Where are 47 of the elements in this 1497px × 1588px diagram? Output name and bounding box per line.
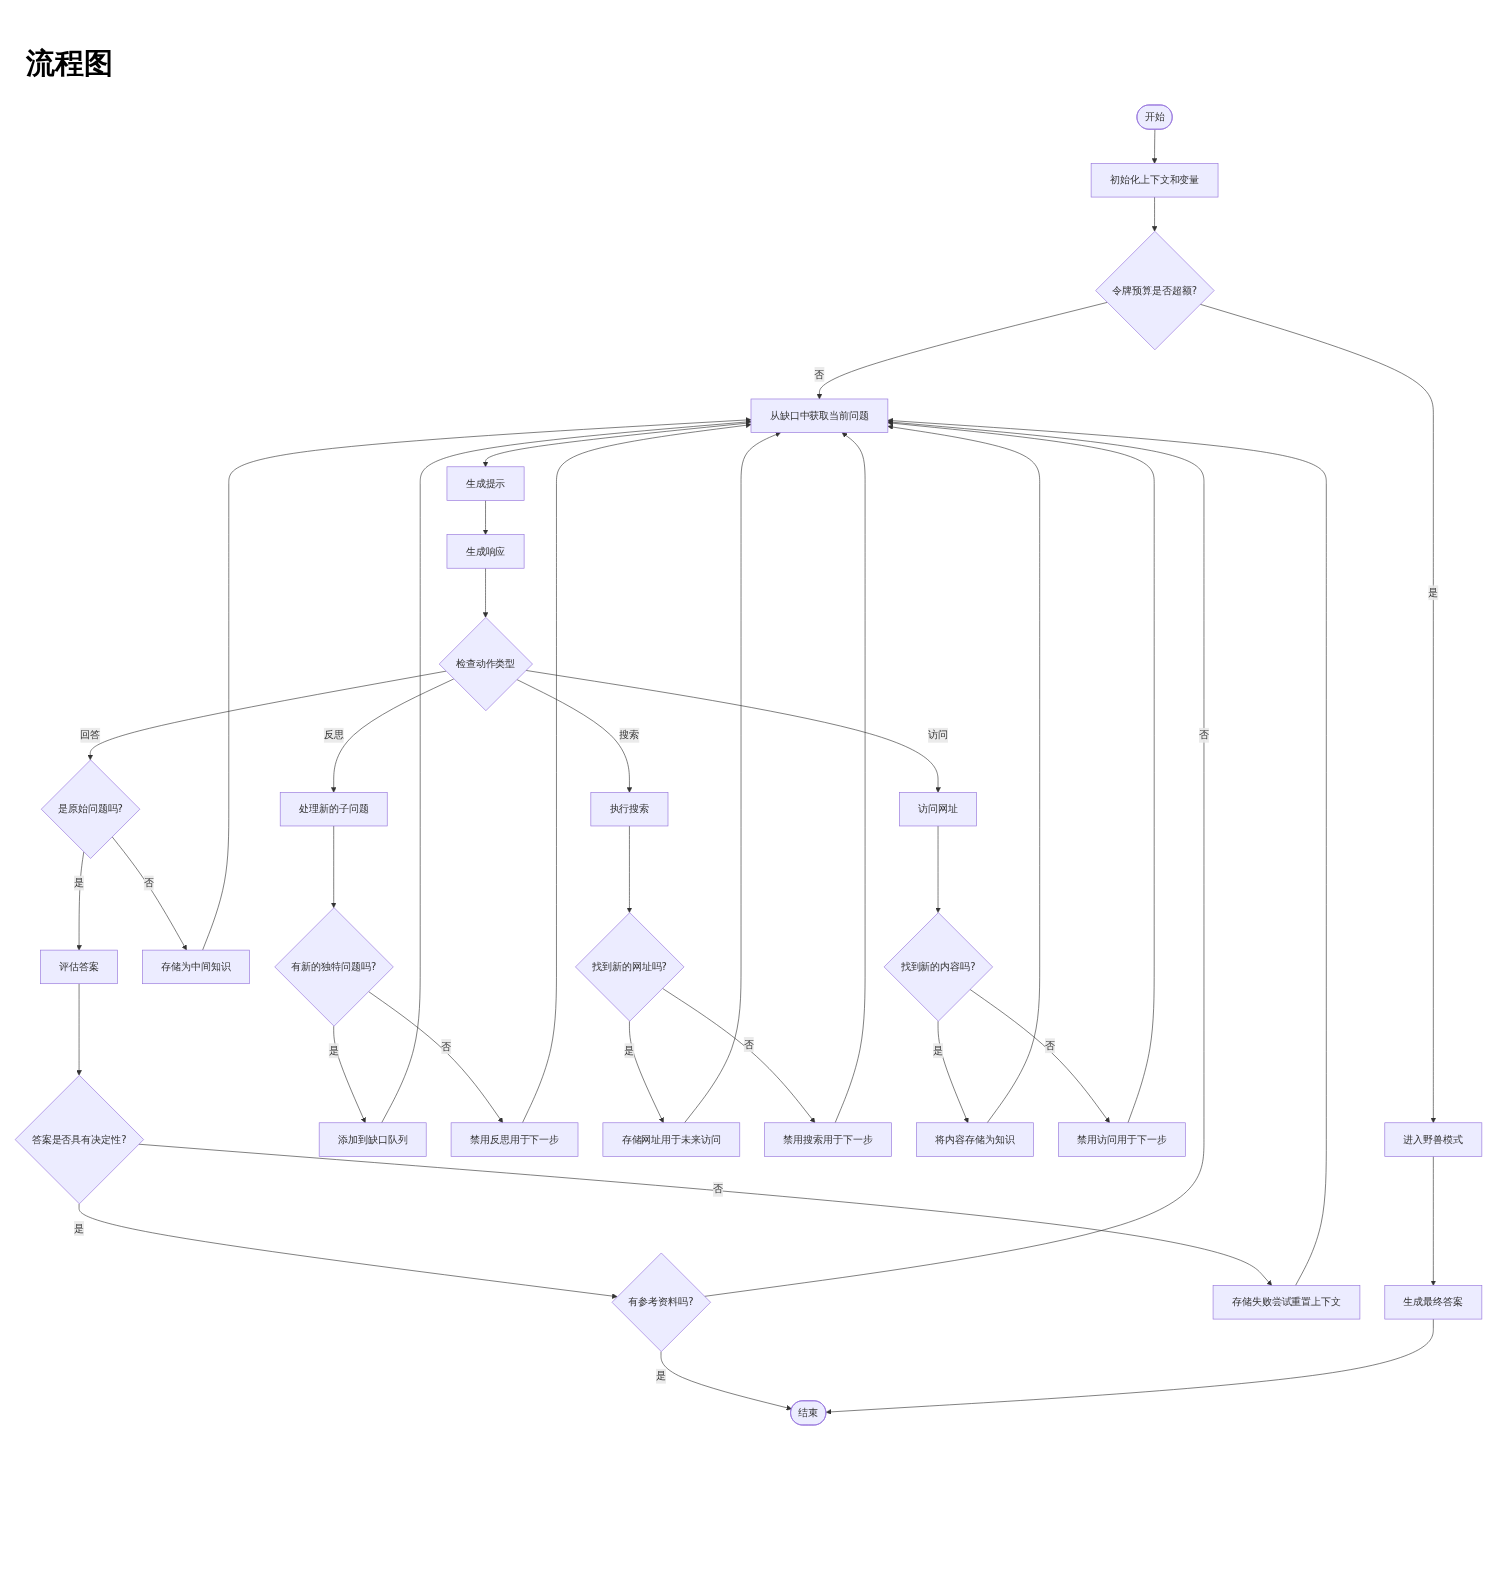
edge-label: 否 [1044,1038,1055,1054]
process-box: 将内容存储为知识 [916,1122,1034,1157]
decision-diamond: 有新的独特问题吗? [274,907,394,1027]
edge-label: 是 [74,1220,85,1236]
terminal-capsule: 开始 [1136,104,1173,130]
decision-diamond: 令牌预算是否超额? [1095,231,1215,351]
process-box: 生成响应 [446,534,525,569]
edge-label: 否 [743,1037,754,1052]
edge-label: 是 [933,1043,943,1059]
process-box: 存储为中间知识 [142,949,250,984]
edge-label: 是 [74,875,85,891]
process-box: 执行搜索 [590,792,669,827]
edge-label: 是 [624,1043,635,1059]
process-box: 进入野兽模式 [1384,1122,1483,1157]
process-box: 存储网址用于未来访问 [602,1122,741,1157]
decision-diamond: 是原始问题吗? [40,759,141,859]
process-box: 处理新的子问题 [279,792,388,827]
process-box: 存储失败尝试重置上下文 [1212,1285,1361,1320]
edge-label: 搜索 [619,727,640,743]
edge-label: 反思 [323,727,344,743]
process-box: 生成提示 [446,466,525,501]
process-box: 从缺口中获取当前问题 [750,398,889,433]
process-box: 初始化上下文和变量 [1090,163,1219,198]
edge-label: 否 [1199,727,1209,743]
decision-diamond: 答案是否具有决定性? [14,1075,144,1205]
edge-label: 否 [143,875,154,891]
edge-label: 访问 [928,727,948,743]
process-box: 禁用搜索用于下一步 [764,1122,892,1157]
process-box: 禁用反思用于下一步 [450,1122,579,1157]
edge-label: 否 [441,1039,452,1054]
edge-label: 是 [1428,585,1439,601]
process-box: 评估答案 [40,949,118,984]
edge-label: 否 [814,366,825,382]
edge-label: 否 [713,1181,723,1197]
decision-diamond: 找到新的网址吗? [575,912,685,1022]
edge-label: 是 [656,1368,666,1384]
decision-diamond: 找到新的内容吗? [883,912,993,1022]
diagram-title: 流程图 [26,46,113,81]
process-box: 添加到缺口队列 [318,1122,427,1157]
process-box: 生成最终答案 [1384,1285,1483,1320]
edge-label: 是 [328,1043,339,1059]
edge-label: 回答 [80,727,101,743]
process-box: 禁用访问用于下一步 [1058,1122,1186,1157]
process-box: 访问网址 [899,792,977,827]
decision-diamond: 有参考资料吗? [611,1252,711,1352]
decision-diamond: 检查动作类型 [438,617,533,711]
terminal-capsule: 结束 [790,1400,827,1426]
